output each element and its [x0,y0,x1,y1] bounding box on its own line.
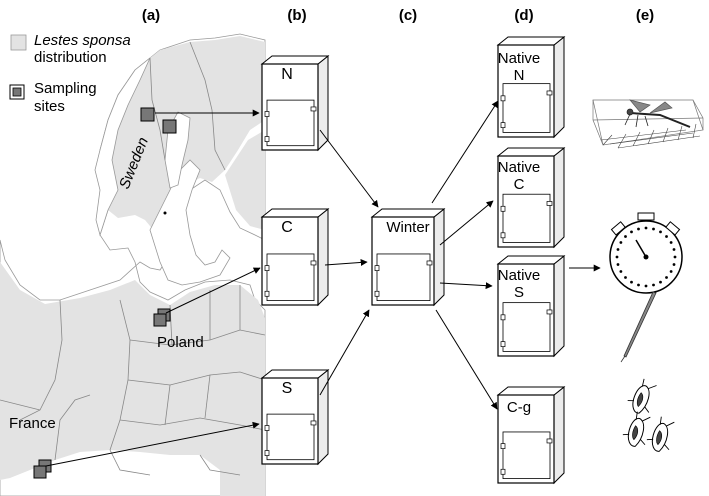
arrow-winter-to-native-n [431,100,499,204]
arrow-winter-to-c-g [435,309,498,410]
dial-tick [659,280,662,284]
distribution-swatch [10,34,27,51]
arrow-france-to-s [45,421,260,467]
label-poland: Poland [157,334,204,351]
dial-tick [615,255,619,259]
sampling-site-france [33,459,52,479]
dial-tick [619,241,623,244]
europe-map [0,33,266,496]
dial-tick [630,280,633,284]
dial-tick [669,270,673,273]
arrow-c-to-winter [324,258,368,266]
dial-tick [665,276,668,279]
larva [622,411,651,447]
chamber-label-native-n-line1: Native [498,50,541,67]
chamber-label-n: N [281,66,293,83]
chamber-native-n [496,35,566,139]
dial-tick [630,230,633,234]
stopwatch-dial [615,226,677,288]
arrow-winter-to-native-c [439,200,494,246]
label-france: France [9,415,56,432]
chamber-label-c-g: C-g [507,399,531,416]
chamber-native-c [496,146,566,249]
chamber-label-native-s-line1: Native [498,267,541,284]
dial-tick [637,283,640,287]
chamber-label-native-s-line2: S [514,284,524,301]
map-legend: Lestes sponsa distribution Sampling site… [9,32,131,115]
chamber-label-native-c-line1: Native [498,159,541,176]
dial-tick [659,230,662,234]
chamber-c [260,207,330,307]
dial-tick [637,227,640,231]
sampling-site-sweden-2 [162,119,177,134]
dial-tick [665,235,668,238]
insect-in-flight-arena-icon [592,99,704,149]
dial-tick [619,270,623,273]
dial-tick [672,248,676,251]
chamber-label-native-n-line2: N [514,67,525,84]
dial-tick [672,263,676,266]
dial-tick [652,227,655,231]
species-distribution-east [225,130,265,230]
chamber-native-s [496,254,566,358]
panel-label-b: (b) [287,7,306,24]
chamber-label-winter: Winter [386,219,429,236]
chamber-c-g [496,385,566,485]
chamber-label-s: S [282,380,293,397]
panel-label-e: (e) [636,7,654,24]
dial-tick [644,284,648,288]
legend-species-name: Lestes sponsa [34,32,131,49]
panel-label-c: (c) [399,7,417,24]
dial-tick [669,241,673,244]
dial-tick [652,283,655,287]
legend-distribution-text: distribution [34,49,107,66]
species-distribution-area [0,262,265,496]
sampling-site-sweden-1 [140,107,155,122]
climate-chambers [260,35,566,485]
sampling-site-poland [153,308,171,327]
island [163,211,167,215]
flow-arrows [45,100,601,467]
dial-tick [673,255,677,259]
arrow-poland-to-c [165,267,261,314]
chamber-label-native-c-line2: C [514,176,525,193]
larva [646,416,675,452]
panel-label-a: (a) [142,7,160,24]
dial-tick [616,248,620,251]
larva [627,378,657,414]
sampling-site-swatch [9,84,25,100]
dragonfly-larva-icon [622,378,675,452]
chamber-label-c: C [281,219,293,236]
arrow-n-to-winter [319,129,379,208]
panel-label-d: (d) [514,7,533,24]
arrow-s-to-winter [319,309,370,396]
norway-coast [94,57,151,237]
arrow-winter-to-native-s [439,282,493,290]
chamber-winter [370,207,446,307]
legend-sampling-line1: Sampling [34,80,97,97]
country-borders [0,41,266,476]
chamber-n [260,54,330,152]
chamber-s [260,368,330,466]
needle-icon [620,291,657,363]
dial-tick [644,226,648,230]
dial-tick [624,235,627,238]
stopwatch-icon [609,212,683,294]
legend-sampling-line2: sites [34,98,65,115]
dial-tick [624,276,627,279]
dial-tick [616,263,620,266]
